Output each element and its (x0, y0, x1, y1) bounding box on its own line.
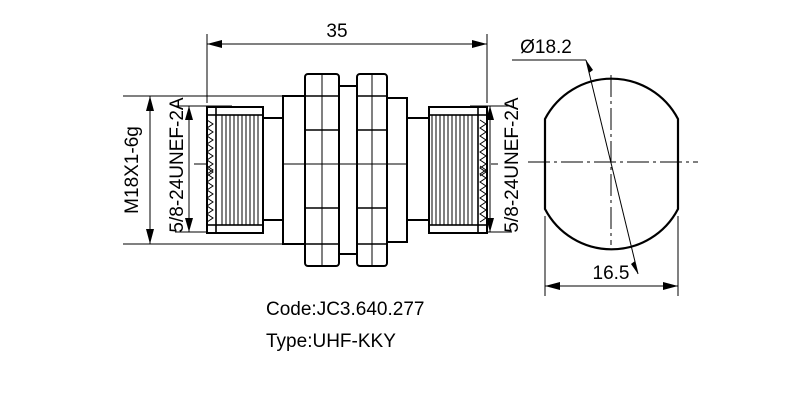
code-label: Code:JC3.640.277 (266, 299, 424, 320)
left-threaded-barrel (206, 106, 284, 234)
central-body (282, 73, 408, 267)
caption: Code:JC3.640.277 Type:UHF-KKY (266, 299, 424, 352)
type-label: Type:UHF-KKY (266, 331, 396, 352)
left-thread-label: 5/8-24UNEF-2A (167, 97, 188, 232)
mount-thread-label: M18X1-6g (122, 126, 143, 214)
flat-width-label: 16.5 (593, 263, 630, 284)
length-label: 35 (326, 21, 347, 42)
diameter-label: Ø18.2 (520, 37, 572, 58)
end-view: Ø18.2 16.5 (512, 37, 698, 296)
right-thread-label: 5/8-24UNEF-2A (502, 97, 523, 232)
right-threaded-barrel (406, 106, 488, 234)
mount-thread-dimension: M18X1-6g (122, 95, 300, 245)
left-thread-dimension: 5/8-24UNEF-2A (167, 97, 232, 233)
length-dimension: 35 (206, 21, 488, 103)
